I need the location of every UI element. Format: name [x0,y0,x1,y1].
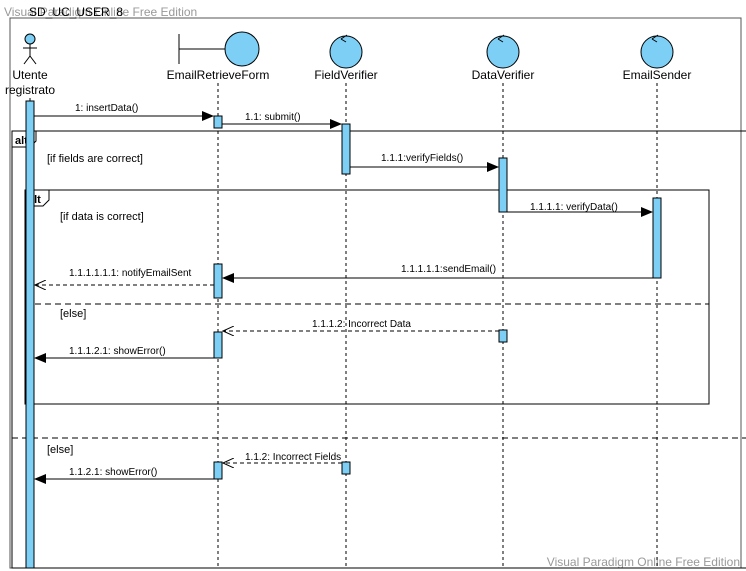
activation-bars [25,100,662,569]
participant-label: EmailRetrieveForm [167,68,270,82]
message-insertdata[interactable]: 1: insertData() [34,103,214,121]
message-notifyemailsent[interactable]: 1.1.1.1.1.1: notifyEmailSent [35,268,214,285]
fragment-guard: [else] [47,444,73,456]
participant-label: EmailSender [623,68,692,82]
message-label: 1.1.2: Incorrect Fields [245,452,341,463]
participant-label: DataVerifier [472,68,535,82]
message-label: 1: insertData() [75,103,138,114]
fragment-guard: [else] [60,308,86,320]
activation-emailretrieveform-2 [213,263,223,299]
activation-fieldverifier-1 [341,123,351,175]
activation-fieldverifier-2 [341,461,351,475]
message-showerror-1[interactable]: 1.1.1.2.1: showError() [34,346,214,363]
activation-emailretrieveform-4 [213,461,223,480]
activation-dataverifier-2 [498,329,508,343]
boundary-icon [178,31,260,67]
message-showerror-2[interactable]: 1.1.2.1: showError() [34,467,214,484]
message-verifyfields[interactable]: 1.1.1:verifyFields() [350,153,499,172]
message-label: 1.1.1.2.1: showError() [69,346,166,357]
message-label: 1.1.1.1: verifyData() [530,202,618,213]
control-icon [486,34,520,69]
message-label: 1.1.1:verifyFields() [381,153,463,164]
message-verifydata[interactable]: 1.1.1.1: verifyData() [507,202,653,217]
message-label: 1.1.1.1.1.1: notifyEmailSent [69,268,192,279]
watermark-top: Visual Paradigm Online Free Edition [4,5,197,19]
message-label: 1.1.1.1.1:sendEmail() [401,264,496,275]
actor-icon [23,33,37,65]
activation-emailsender [652,197,662,279]
participant-dataverifier[interactable]: DataVerifier [472,34,535,82]
fragment-operator: alt [15,135,28,147]
message-submit[interactable]: 1.1: submit() [222,112,342,129]
watermark-bottom: Visual Paradigm Online Free Edition [547,555,740,569]
control-icon [329,34,363,69]
message-incorrect-fields[interactable]: 1.1.2: Incorrect Fields [223,452,342,463]
participant-fieldverifier[interactable]: FieldVerifier [314,34,378,82]
fragment-inner-alt[interactable]: alt [if data is correct] [else] [24,189,710,405]
activation-emailretrieveform-3 [213,331,223,359]
fragment-guard: [if fields are correct] [47,153,143,165]
participant-label: FieldVerifier [314,68,377,82]
activation-utente [25,100,35,569]
diagram-title: SD_UC_USER_8 [29,5,123,19]
activation-emailretrieveform-1 [213,115,223,129]
message-label: 1.1: submit() [245,112,301,123]
message-incorrect-data[interactable]: 1.1.1.2: Incorrect Data [223,319,499,331]
participant-emailretrieveform[interactable]: EmailRetrieveForm [167,31,270,82]
participant-emailsender[interactable]: EmailSender [623,34,692,82]
control-icon [640,34,674,69]
fragment-guard: [if data is correct] [60,211,144,223]
message-sendemail[interactable]: 1.1.1.1.1:sendEmail() [222,264,653,283]
actor-label-line1: Utente [12,68,48,82]
actor-utente[interactable]: Utente registrato [5,33,55,97]
activation-dataverifier-1 [498,157,508,213]
actor-label-line2: registrato [5,83,55,97]
diagram-frame [9,17,742,569]
message-label: 1.1.1.2: Incorrect Data [312,319,411,330]
message-label: 1.1.2.1: showError() [69,467,157,478]
